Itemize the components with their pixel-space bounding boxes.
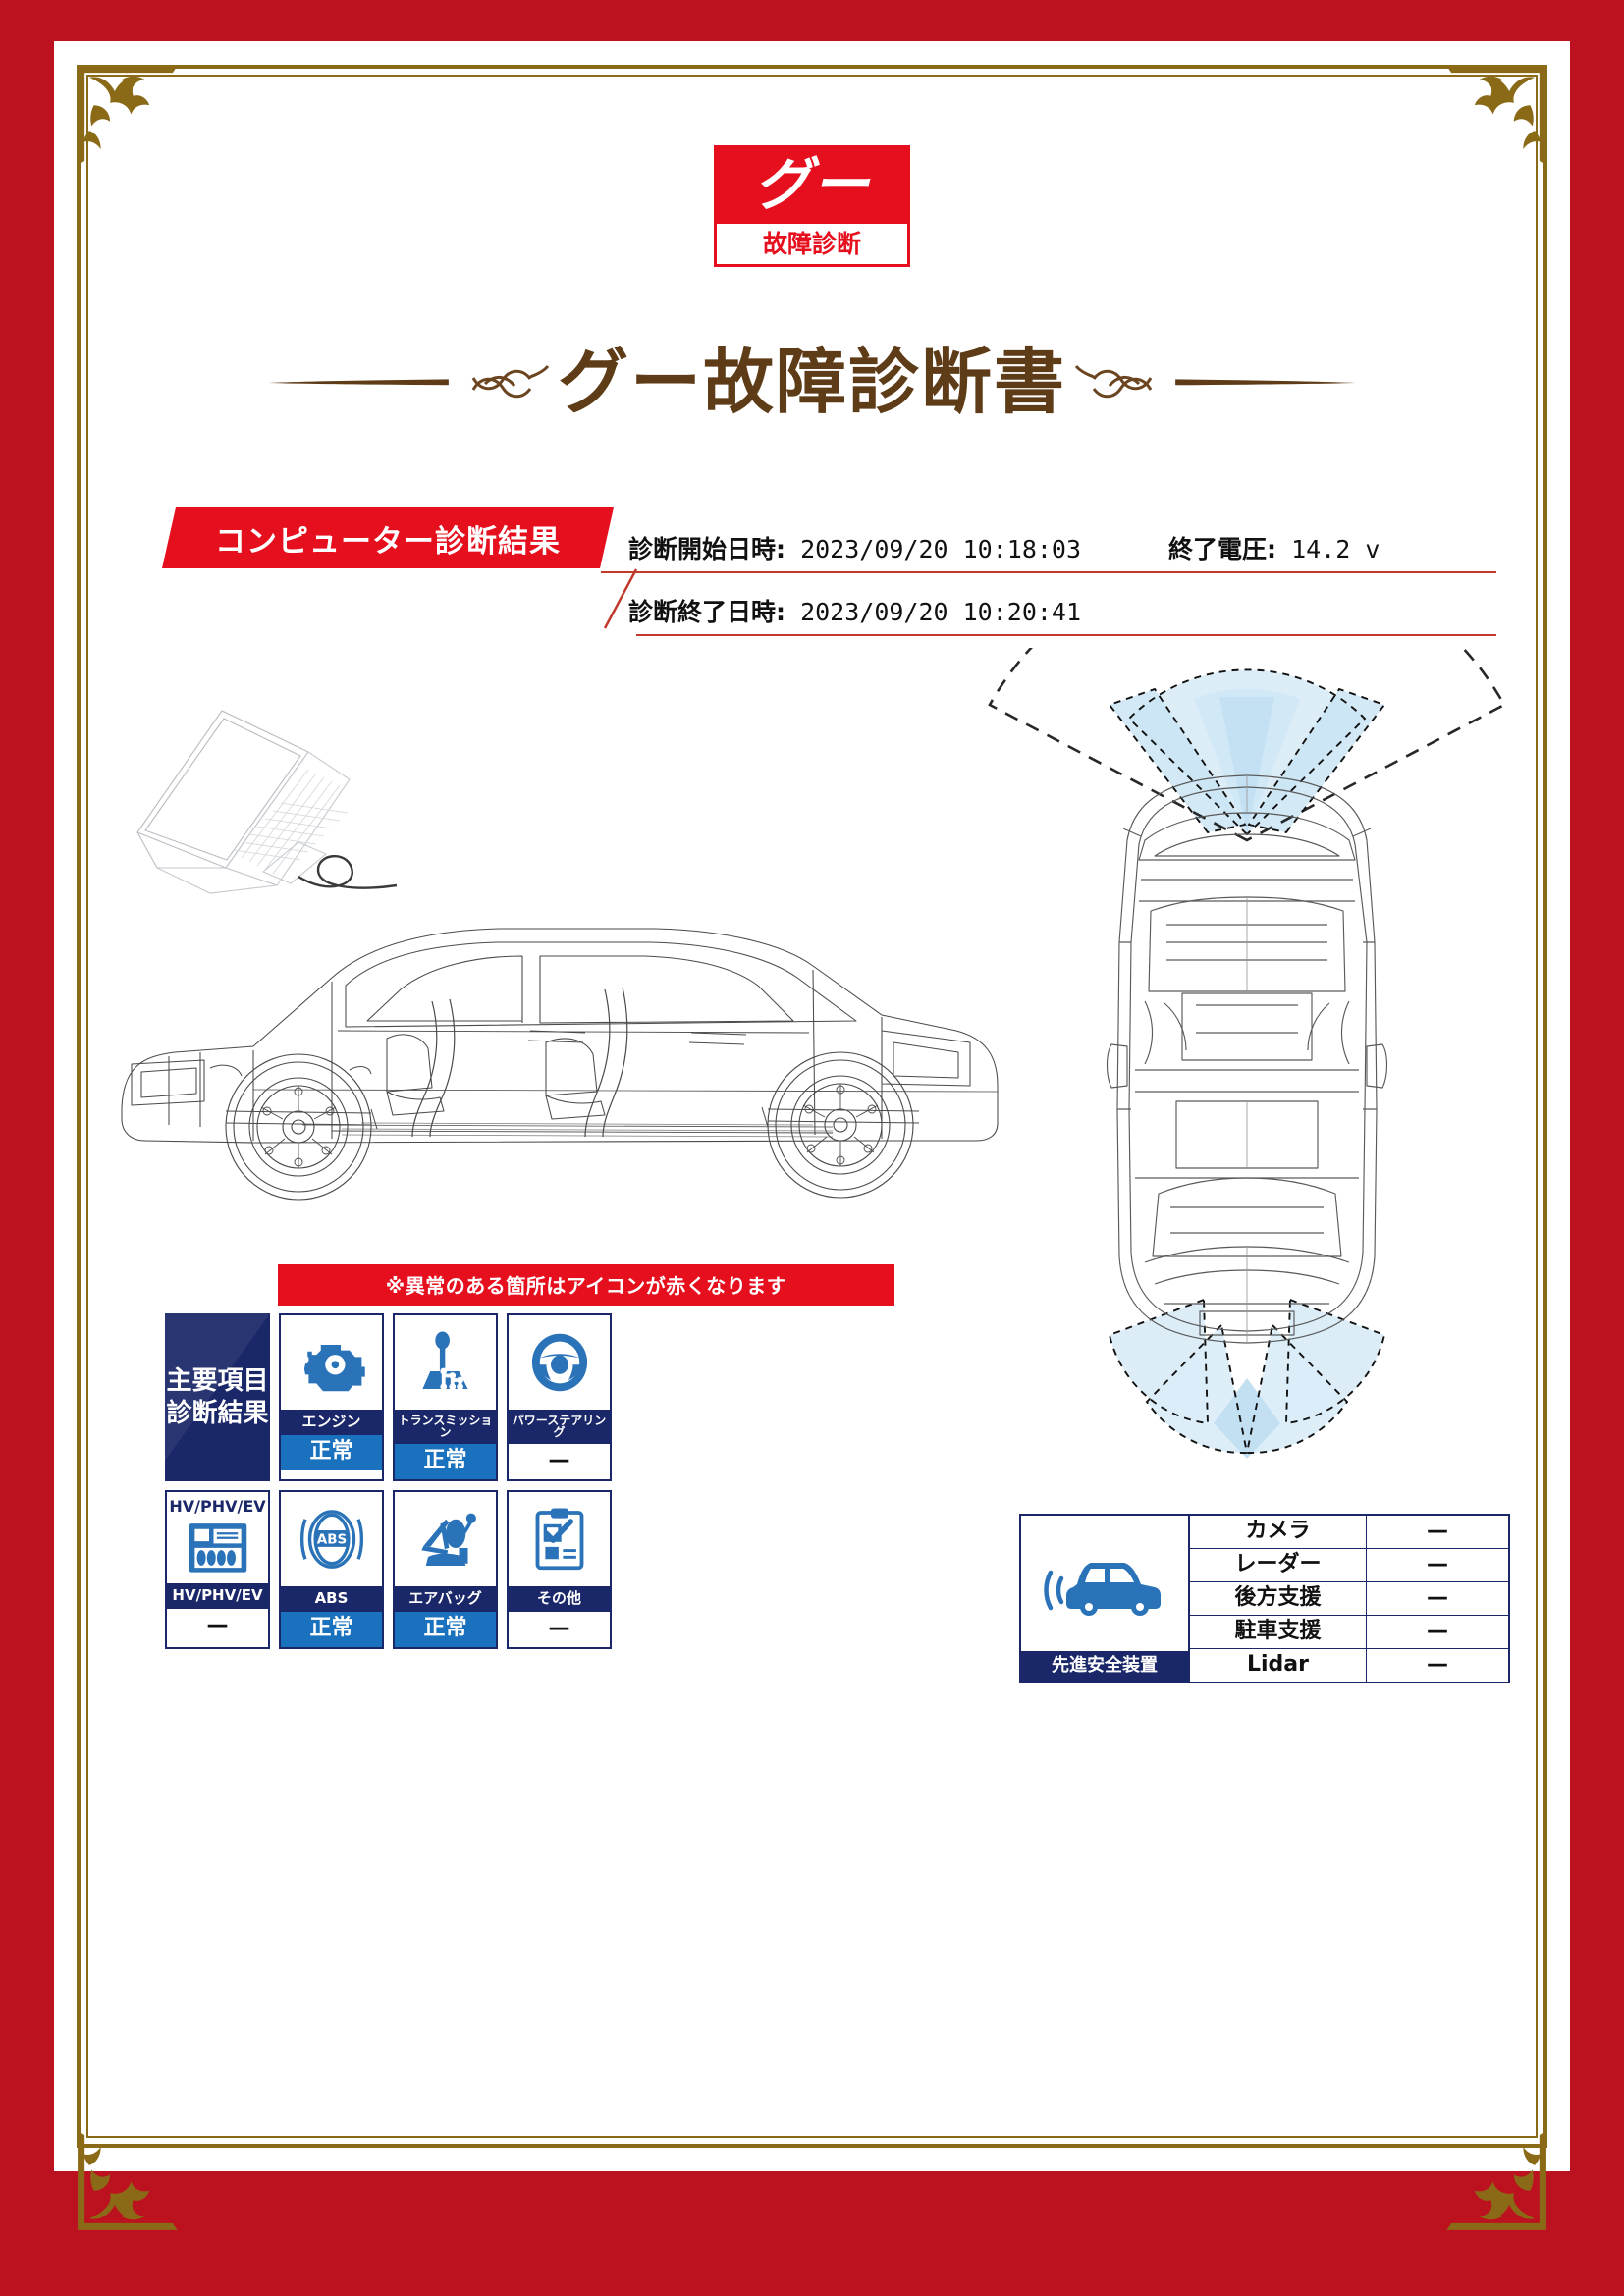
airbag-icon xyxy=(395,1492,496,1586)
advanced-safety-table: 先進安全装置 カメラ — レーダー — 後方支援 — 駐車支援 — Lidar … xyxy=(1019,1514,1510,1683)
airbag-status: 正常 xyxy=(395,1612,496,1647)
table-row: Lidar — xyxy=(1190,1649,1508,1682)
result-card-other[interactable]: その他 — xyxy=(507,1490,612,1649)
safety-value-radar: — xyxy=(1427,1552,1448,1576)
logo-sub-text: 故障診断 xyxy=(762,230,861,258)
logo-mark-block: グー xyxy=(714,145,910,224)
airbag-label: エアバッグ xyxy=(395,1586,496,1612)
transmission-icon xyxy=(395,1315,496,1410)
safety-value-rear-support: — xyxy=(1427,1585,1448,1610)
icon-row-2: HV/PHV/EV HV/PHV/EV — xyxy=(165,1490,941,1649)
vehicle-illustrations xyxy=(0,628,1624,1512)
end-voltage-label: 終了電圧: xyxy=(1168,535,1276,563)
safety-rows: カメラ — レーダー — 後方支援 — 駐車支援 — Lidar — xyxy=(1190,1516,1508,1682)
logo-mark-text: グー xyxy=(753,151,870,218)
safety-name-rear-support: 後方支援 xyxy=(1190,1582,1367,1615)
transmission-status: 正常 xyxy=(395,1444,496,1479)
safety-name-lidar: Lidar xyxy=(1190,1649,1367,1682)
safety-name-radar: レーダー xyxy=(1190,1549,1367,1581)
end-voltage: 終了電圧: 14.2 v xyxy=(1168,530,1380,565)
front-sensor-cones xyxy=(1110,669,1384,834)
table-row: 駐車支援 — xyxy=(1190,1616,1508,1649)
other-status: — xyxy=(509,1612,610,1647)
diagnosis-end-value: 2023/09/20 10:20:41 xyxy=(800,598,1082,626)
engine-label: エンジン xyxy=(281,1410,382,1435)
diagnosis-end-label: 診断終了日時: xyxy=(628,598,785,626)
diagnosis-info-bar: コンピューター診断結果 診断開始日時: 2023/09/20 10:18:03 … xyxy=(0,503,1624,640)
diagnosis-end: 診断終了日時: 2023/09/20 10:20:41 xyxy=(628,593,1081,628)
rear-sensor-cones xyxy=(1110,1300,1384,1459)
title-rule-right xyxy=(1175,379,1356,386)
table-row: カメラ — xyxy=(1190,1516,1508,1549)
result-card-abs[interactable]: ABS ABS 正常 xyxy=(279,1490,384,1649)
ribbon-label: コンピューター診断結果 xyxy=(215,523,561,560)
computer-diagnosis-ribbon: コンピューター診断結果 xyxy=(162,507,614,568)
logo-sub-block: 故障診断 xyxy=(714,224,910,267)
main-items-label-line1: 主要項目 xyxy=(166,1366,269,1396)
safety-value-parking-support: — xyxy=(1427,1619,1448,1643)
ornament-corner-top-left xyxy=(71,59,187,175)
other-label: その他 xyxy=(509,1586,610,1612)
diagnosis-start-value: 2023/09/20 10:18:03 xyxy=(800,535,1082,563)
result-card-airbag[interactable]: エアバッグ 正常 xyxy=(393,1490,498,1649)
result-card-hv-phv-ev[interactable]: HV/PHV/EV HV/PHV/EV — xyxy=(165,1490,270,1649)
clipboard-icon xyxy=(509,1492,610,1586)
gold-frame-inner xyxy=(86,75,1538,2138)
table-row: 後方支援 — xyxy=(1190,1582,1508,1616)
svg-text:ABS: ABS xyxy=(316,1532,346,1548)
title-rule-left xyxy=(268,379,449,386)
safety-value-lidar: — xyxy=(1427,1652,1448,1677)
battery-icon xyxy=(167,1515,268,1583)
main-items-label: 主要項目 診断結果 xyxy=(165,1313,270,1481)
abs-status: 正常 xyxy=(281,1612,382,1647)
abs-icon: ABS xyxy=(281,1492,382,1586)
safety-name-camera: カメラ xyxy=(1190,1516,1367,1548)
flourish-left-icon xyxy=(467,356,552,409)
steering-icon xyxy=(509,1315,610,1410)
info-rule-bottom xyxy=(636,634,1496,636)
hv-phv-ev-label: HV/PHV/EV xyxy=(167,1583,268,1609)
power-steering-status: — xyxy=(509,1444,610,1479)
end-voltage-value: 14.2 v xyxy=(1291,535,1380,563)
result-card-transmission[interactable]: トランスミッション 正常 xyxy=(393,1313,498,1481)
laptop-illustration xyxy=(116,675,440,901)
ribbon-slash xyxy=(603,568,638,629)
page-title: グー故障診断書 xyxy=(557,341,1066,423)
diagnosis-start-label: 診断開始日時: xyxy=(628,535,785,563)
safety-label-cell: 先進安全装置 xyxy=(1021,1516,1190,1682)
car-side-view-illustration xyxy=(106,883,1019,1207)
ornament-corner-bottom-right xyxy=(1437,2121,1553,2237)
safety-label: 先進安全装置 xyxy=(1021,1651,1188,1682)
gold-frame-outer xyxy=(77,65,1547,2148)
abs-label: ABS xyxy=(281,1586,382,1612)
document-title-row: グー故障診断書 xyxy=(0,341,1624,423)
ornament-corner-bottom-left xyxy=(71,2121,187,2237)
table-row: レーダー — xyxy=(1190,1549,1508,1582)
engine-status: 正常 xyxy=(281,1435,382,1470)
engine-icon xyxy=(281,1315,382,1410)
result-card-power-steering[interactable]: パワーステアリング — xyxy=(507,1313,612,1481)
goo-logo: グー 故障診断 xyxy=(714,145,910,267)
result-card-engine[interactable]: エンジン 正常 xyxy=(279,1313,384,1481)
safety-name-parking-support: 駐車支援 xyxy=(1190,1616,1367,1648)
safety-value-camera: — xyxy=(1427,1519,1448,1543)
power-steering-label: パワーステアリング xyxy=(509,1410,610,1444)
flourish-right-icon xyxy=(1072,356,1157,409)
car-sensor-icon xyxy=(1021,1516,1188,1651)
abnormal-notice-banner: ※異常のある箇所はアイコンが赤くなります xyxy=(278,1264,894,1306)
diagnosis-start: 診断開始日時: 2023/09/20 10:18:03 xyxy=(628,530,1081,565)
transmission-label: トランスミッション xyxy=(395,1410,496,1444)
icon-row-1: 主要項目 診断結果 エンジン 正常 xyxy=(165,1313,941,1481)
main-items-label-line2: 診断結果 xyxy=(166,1398,269,1428)
car-top-view-illustration xyxy=(962,648,1532,1512)
hv-top-label: HV/PHV/EV xyxy=(169,1497,266,1516)
main-items-result-panel: ※異常のある箇所はアイコンが赤くなります 主要項目 診断結果 エンジン 正常 xyxy=(165,1264,941,1649)
ornament-corner-top-right xyxy=(1437,59,1553,175)
info-rule-top xyxy=(601,571,1496,573)
hv-phv-ev-status: — xyxy=(167,1609,268,1644)
